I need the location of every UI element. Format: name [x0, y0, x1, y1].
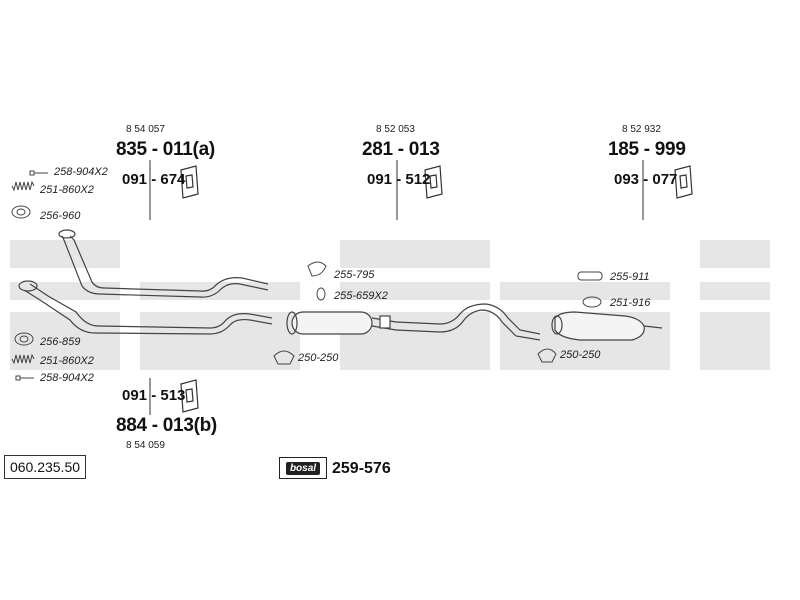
- bosal-logo-text: bosal: [285, 461, 321, 475]
- accessory-label[interactable]: 256-960: [40, 210, 81, 222]
- part-ref-rear-silencer: 8 52 932: [622, 124, 661, 135]
- accessory-label[interactable]: 258-904X2: [40, 372, 94, 384]
- accessory-label[interactable]: 256-859: [40, 336, 81, 348]
- mount-code-middle[interactable]: 091 - 512: [367, 171, 431, 188]
- part-code-rear-silencer[interactable]: 185 - 999: [608, 139, 686, 160]
- catalog-number: 060.235.50: [9, 459, 81, 475]
- rear-silencer-drawing: [551, 311, 663, 341]
- accessory-label[interactable]: 255-795: [334, 269, 375, 281]
- accessory-label[interactable]: 251-916: [610, 297, 651, 309]
- mount-icons: [180, 165, 693, 413]
- accessory-label[interactable]: 251-860X2: [40, 355, 94, 367]
- part-ref-front-pipe-b: 8 54 059: [126, 440, 165, 451]
- accessory-label[interactable]: 251-860X2: [40, 184, 94, 196]
- mount-code-rear[interactable]: 093 - 077: [614, 171, 678, 188]
- part-code-middle-silencer[interactable]: 281 - 013: [362, 139, 440, 160]
- accessory-label[interactable]: 250-250: [298, 352, 339, 364]
- part-ref-middle-silencer: 8 52 053: [376, 124, 415, 135]
- middle-silencer-drawing: [286, 303, 541, 341]
- accessory-icons: [11, 170, 603, 381]
- bosal-logo: bosal: [279, 457, 327, 479]
- mount-code-front-b[interactable]: 091 - 513: [122, 387, 186, 404]
- kit-code[interactable]: 259-576: [332, 460, 391, 477]
- accessory-label[interactable]: 255-911: [610, 271, 650, 283]
- catalog-number-box: 060.235.50: [4, 455, 86, 479]
- part-code-front-pipe-a[interactable]: 835 - 011(a): [116, 139, 215, 160]
- accessory-label[interactable]: 250-250: [560, 349, 601, 361]
- accessory-label[interactable]: 258-904X2: [54, 166, 108, 178]
- front-pipe-b-drawing: [18, 280, 273, 335]
- part-ref-front-pipe-a: 8 54 057: [126, 124, 165, 135]
- mount-code-front[interactable]: 091 - 674: [122, 171, 186, 188]
- accessory-label[interactable]: 255-659X2: [334, 290, 388, 302]
- front-pipe-a-drawing: [58, 229, 269, 298]
- part-code-front-pipe-b[interactable]: 884 - 013(b): [116, 415, 217, 436]
